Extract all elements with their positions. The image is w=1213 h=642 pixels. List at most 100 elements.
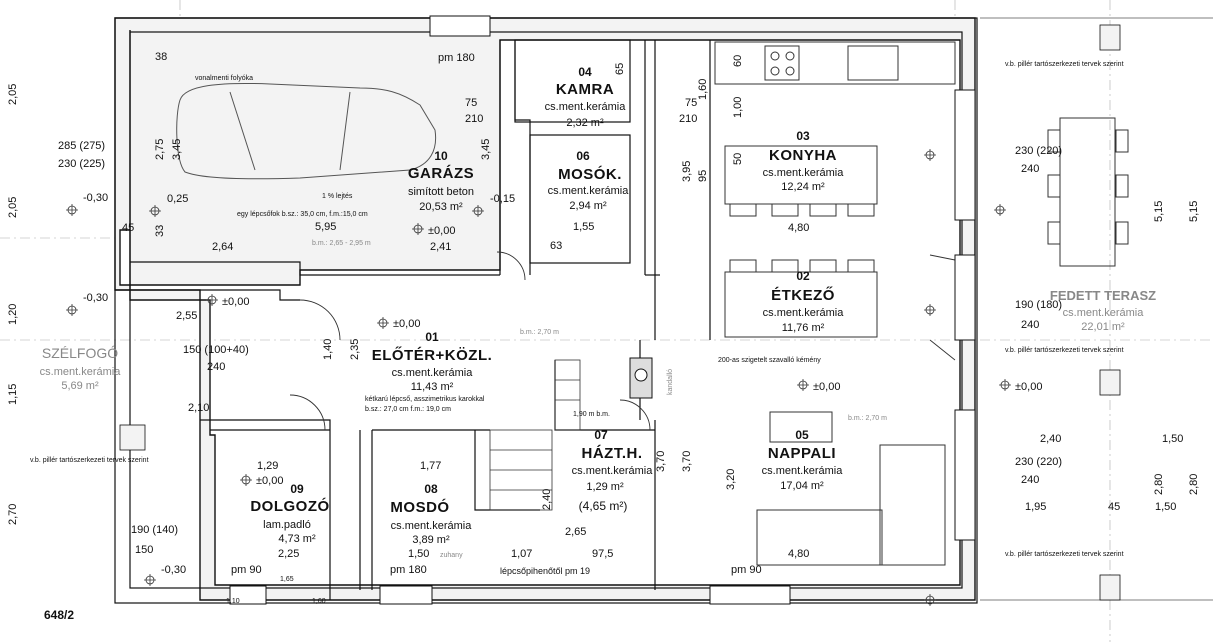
- dim-text: 45: [122, 222, 134, 234]
- dim-text: 1,20: [7, 304, 19, 325]
- dim-text: pm 90: [231, 564, 262, 576]
- dim-text: 2,10: [188, 402, 209, 414]
- room-number: 09: [290, 482, 304, 496]
- dim-text: 1,95: [1025, 501, 1046, 513]
- room-dolgozo: 09 DOLGOZÓ lam.padló 4,73 m²: [250, 482, 329, 545]
- annotation-bm-b: b.m.: 2,70 m: [848, 415, 887, 422]
- room-area: 3,89 m²: [412, 534, 450, 546]
- dim-text: 65: [614, 63, 626, 75]
- dim-text: 1,00: [732, 97, 744, 118]
- dim-text: 4,80: [788, 548, 809, 560]
- annotation-bm-garage: b.m.: 2,65 - 2,95 m: [312, 240, 371, 247]
- room-number: 08: [424, 482, 438, 496]
- room-name: KONYHA: [769, 147, 837, 164]
- dim-text: pm 180: [438, 52, 475, 64]
- room-konyha: 03 KONYHA cs.ment.kerámia 12,24 m²: [763, 129, 845, 193]
- dim-text: 2,40: [1040, 433, 1061, 445]
- door-swings: [289, 251, 956, 431]
- dim-text: 2,65: [565, 526, 586, 538]
- level-marker-cross: [924, 304, 936, 316]
- dim-text: 2,40: [541, 489, 553, 510]
- room-name: SZÉLFOGÓ: [42, 345, 118, 361]
- dim-text: 210: [679, 113, 697, 125]
- level-value: -0,30: [83, 192, 108, 204]
- dim-text: 5,95: [315, 221, 336, 233]
- dim-text: 3,95: [681, 161, 693, 182]
- dim-text: 150: [135, 544, 153, 556]
- dim-text: 2,64: [212, 241, 233, 253]
- dim-text: 3,45: [480, 139, 492, 160]
- room-material: cs.ment.kerámia: [762, 465, 844, 477]
- room-name: NAPPALI: [768, 445, 836, 462]
- annotation-kandallo: kandalló: [667, 369, 674, 395]
- room-number: 03: [796, 129, 810, 143]
- car-outline: [176, 82, 437, 180]
- room-eloter: 01 ELŐTÉR+KÖZL. cs.ment.kerámia 11,43 m²: [372, 330, 493, 393]
- room-material: cs.ment.kerámia: [763, 307, 845, 319]
- dim-text: 1,50: [408, 548, 429, 560]
- dim-text: 1,77: [420, 460, 441, 472]
- dim-text: 240: [1021, 474, 1039, 486]
- dim-text: 230 (220): [1015, 145, 1062, 157]
- dim-text: 2,25: [278, 548, 299, 560]
- room-number: 07: [594, 428, 608, 442]
- annotation-vonalmenti: vonalmenti folyóka: [195, 75, 253, 82]
- room-terasz: FEDETT TERASZ cs.ment.kerámia 22,01 m²: [1050, 288, 1156, 333]
- dim-text: 5,15: [1153, 201, 1165, 222]
- room-material: lam.padló: [263, 519, 311, 531]
- level-marker-cross: [66, 304, 78, 316]
- level-marker-cross: [240, 474, 252, 486]
- annotation-zuhany: zuhany: [440, 552, 463, 559]
- dimensions: pm 180 pm 180 pm 90 pm 90 285 (275) 230 …: [7, 51, 1200, 605]
- annotation-bm-a: b.m.: 2,70 m: [520, 329, 559, 336]
- dim-text: 2,70: [7, 504, 19, 525]
- dim-text: 4,80: [788, 222, 809, 234]
- dim-text: 1,29: [257, 460, 278, 472]
- dim-text: 240: [1021, 163, 1039, 175]
- chimney: [629, 357, 653, 399]
- dim-text: 3,20: [725, 469, 737, 490]
- room-number: 06: [576, 149, 590, 163]
- dim-text: 3,70: [655, 451, 667, 472]
- dim-text: 1,65: [280, 576, 294, 583]
- dim-text: 1,40: [322, 339, 334, 360]
- level-marker-cross: [206, 294, 218, 306]
- room-number: 05: [795, 428, 809, 442]
- level-value: -0,30: [161, 564, 186, 576]
- dim-text: 2,35: [349, 339, 361, 360]
- room-material: cs.ment.kerámia: [392, 367, 474, 379]
- dim-text: 210: [465, 113, 483, 125]
- room-area: 20,53 m²: [419, 201, 463, 213]
- room-area: 2,94 m²: [569, 200, 607, 212]
- level-marker-cross: [999, 379, 1011, 391]
- dim-text: 1,60: [312, 598, 326, 605]
- room-area: 11,43 m²: [411, 381, 454, 393]
- room-name: GARÁZS: [408, 165, 474, 182]
- room-name: ELŐTÉR+KÖZL.: [372, 346, 493, 364]
- dim-text: 2,05: [7, 197, 19, 218]
- room-etkezo: 02 ÉTKEZŐ cs.ment.kerámia 11,76 m²: [763, 269, 845, 334]
- dim-text: 2,55: [176, 310, 197, 322]
- room-area-extra: (4,65 m²): [579, 499, 628, 513]
- sheet-number: 648/2: [44, 608, 74, 622]
- room-name: DOLGOZÓ: [250, 497, 329, 515]
- level-markers: [66, 149, 1011, 606]
- room-szelfogo: SZÉLFOGÓ cs.ment.kerámia 5,69 m²: [40, 345, 122, 392]
- room-name: MOSÓK.: [558, 165, 622, 183]
- level-value: ±0,00: [813, 381, 840, 393]
- room-number: 02: [796, 269, 810, 283]
- level-values: ±0,00 ±0,00 ±0,00 ±0,00 ±0,00 ±0,00 -0,3…: [83, 192, 1042, 576]
- level-marker-cross: [924, 594, 936, 606]
- room-kamra: 04 KAMRA cs.ment.kerámia 2,32 m²: [545, 65, 627, 129]
- annotation-bm-190: 1,90 m b.m.: [573, 411, 610, 418]
- annotation-lepcsopihenotol: lépcsőpihenőtől pm 19: [500, 566, 590, 576]
- dim-text: 1,55: [573, 221, 594, 233]
- dim-text: 2,80: [1153, 474, 1165, 495]
- dim-text: pm 180: [390, 564, 427, 576]
- dim-text: 150 (100+40): [183, 344, 249, 356]
- annotation-piller: v.b. pillér tartószerkezeti tervek szeri…: [1005, 551, 1124, 558]
- dim-text: 63: [550, 240, 562, 252]
- annotation-stairs-size: b.sz.: 27,0 cm f.m.: 19,0 cm: [365, 406, 451, 413]
- dim-text: 2,05: [7, 84, 19, 105]
